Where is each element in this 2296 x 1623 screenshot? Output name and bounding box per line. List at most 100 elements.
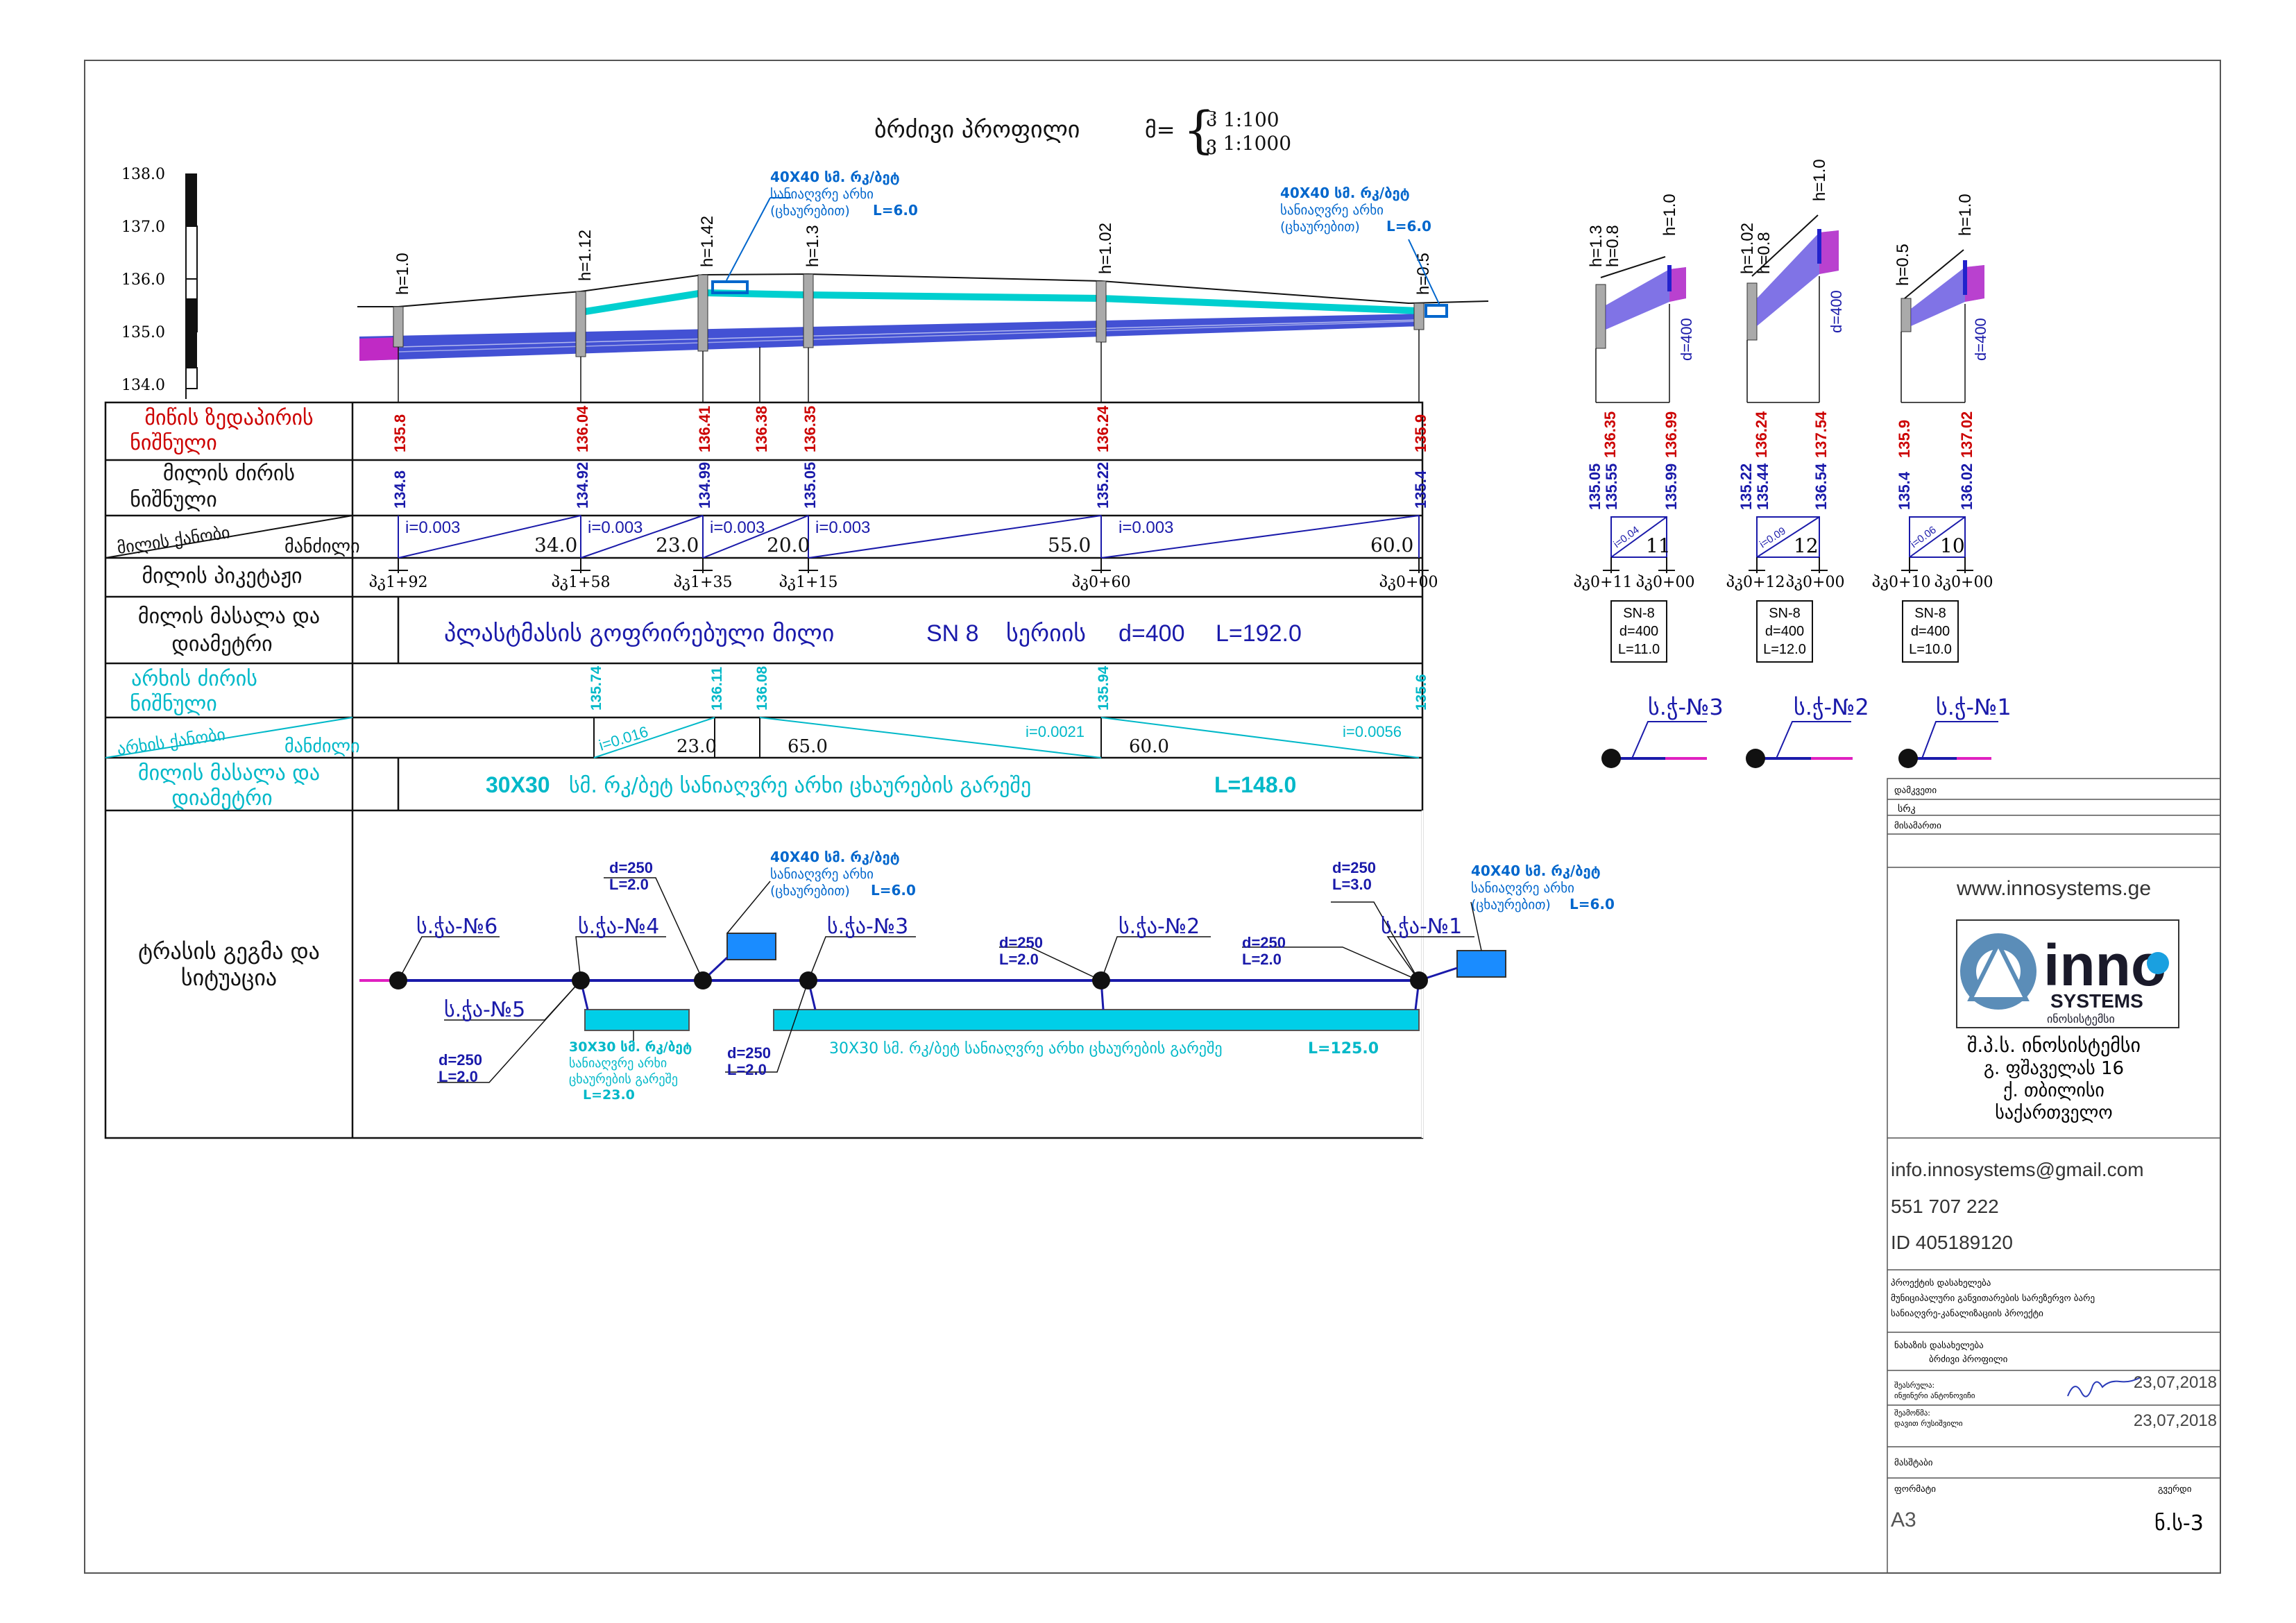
scale-brace: { <box>1183 101 1215 159</box>
plan-channel-30-short <box>584 1009 690 1031</box>
plan-well-label: ს.ჭა-№5 <box>444 998 525 1022</box>
branch-ground: 137.02 <box>1958 411 1975 458</box>
pipe-value: 135.22 <box>1094 462 1112 509</box>
ruler-tick: 136.0 <box>121 271 165 289</box>
branch-pipe: 135.4 <box>1896 471 1913 510</box>
callout-title: 40X40 სმ. რკ/ბეტ <box>1280 185 1410 201</box>
channel-text: ცხაურების გარეშე <box>569 1072 678 1087</box>
channel-L: L=6.0 <box>871 882 916 899</box>
channel-text: (ცხაურებით) <box>1471 897 1551 912</box>
branch-dd: d=400 <box>1619 624 1658 639</box>
ground-value: 135.8 <box>391 414 409 452</box>
branch-d: d=250 <box>727 1044 771 1062</box>
tb-author-role: შეასრულა: <box>1894 1381 1934 1390</box>
branch-pipe: 136.54 <box>1812 463 1830 510</box>
picket-value: პკ1+15 <box>779 574 838 591</box>
ditch-value: 135.74 <box>588 665 604 711</box>
channel-40-profile <box>1425 304 1448 318</box>
ruler-tick: 137.0 <box>121 219 165 236</box>
tb-city: ქ. თბილისი <box>2003 1080 2104 1101</box>
branch-pk: პკ0+12 <box>1726 574 1785 591</box>
branch-pk: პკ0+11 <box>1574 574 1633 591</box>
ditch-slopes <box>593 717 1420 758</box>
company-logo: inno SYSTEMS ინოსისტემსი <box>1956 919 2179 1028</box>
picket-value: პკ1+58 <box>552 574 611 591</box>
slope-i: i=0.003 <box>710 518 765 537</box>
profile-well <box>575 291 586 357</box>
profile-well <box>697 274 708 352</box>
ditch-slope-i: i=0.0021 <box>1026 723 1085 740</box>
plan-channel-40 <box>1456 950 1506 978</box>
tb-client-label: დამკვეთი <box>1894 785 1937 796</box>
channel-title: 40X40 სმ. რკ/ბეტ <box>770 849 900 865</box>
channel-text: 30X30 სმ. რკ/ბეტ სანიაღვრე არხი ცხაურები… <box>829 1040 1223 1057</box>
pipe-value: 135.4 <box>1412 470 1429 509</box>
row-label: მილის პიკეტაჟი <box>142 564 302 588</box>
tb-email: info.innosystems@gmail.com <box>1891 1159 2144 1180</box>
well-height: h=0.5 <box>1414 253 1433 295</box>
ditch-material-row: 30X30 სმ. რკ/ბეტ სანიაღვრე არხი ცხაურები… <box>486 772 1296 798</box>
slope-d: 60.0 <box>1370 534 1413 556</box>
pipe-value: 134.92 <box>574 462 591 509</box>
branch-dd: d=400 <box>1765 624 1804 639</box>
branch-dd: d=400 <box>1911 624 1950 639</box>
tb-drawing-name: ბრძივი პროფილი <box>1929 1354 2008 1365</box>
tb-country: საქართველო <box>1995 1103 2112 1123</box>
well-height: h=1.3 <box>803 225 822 267</box>
profile-well <box>803 273 814 348</box>
branch-h: h=0.8 <box>1755 232 1774 274</box>
plan-well-label: ს.ჭა-№2 <box>1119 915 1200 939</box>
tb-author-name: ინჟინერი ანტონოვიჩი <box>1894 1391 1975 1400</box>
ditch-value: 135.94 <box>1096 665 1112 711</box>
ditch-L: L=148.0 <box>1214 772 1296 797</box>
branch-L: L=2.0 <box>999 951 1039 968</box>
channel-title: 40X40 სმ. რკ/ბეტ <box>1471 863 1601 879</box>
ditch-text: სმ. რკ/ბეტ სანიაღვრე არხი ცხაურების გარე… <box>569 774 1031 798</box>
branch-well-label: ს.ჭ-№1 <box>1936 694 2012 720</box>
profile-well <box>1096 280 1107 343</box>
profile-ground-line <box>357 273 1489 307</box>
channel-text: (ცხაურებით) <box>770 883 850 899</box>
callout-text: სანიაღვრე არხი <box>770 187 874 202</box>
ditch-slope-i: i=0.0056 <box>1343 723 1402 740</box>
branch-ground: 136.99 <box>1663 411 1680 458</box>
branch-h: h=1.3 <box>1587 225 1606 267</box>
ditch-value: 136.11 <box>709 667 725 711</box>
branch-well-symbol <box>1898 749 1918 768</box>
branch-L: L=2.0 <box>439 1068 478 1085</box>
branch-ground: 136.35 <box>1601 411 1619 458</box>
row-label: ტრასის გეგმა და <box>138 938 320 965</box>
slope-d: 20.0 <box>767 534 810 556</box>
ground-value: 136.38 <box>753 406 770 452</box>
slope-i: i=0.003 <box>815 518 870 537</box>
branch-pipe: 135.05 <box>1586 464 1604 510</box>
ruler-tick: 134.0 <box>121 377 165 394</box>
branch-L: L=11.0 <box>1618 642 1660 657</box>
well-height: h=1.42 <box>698 216 717 267</box>
plan-well-label: ს.ჭა-№3 <box>827 915 908 939</box>
material-L: L=192.0 <box>1216 620 1302 647</box>
ditch-slope-i: i=0.016 <box>597 723 650 754</box>
picket-value: პკ0+00 <box>1379 574 1438 591</box>
tb-check-name: დავით რუსიშვილი <box>1894 1419 1963 1428</box>
callout-text: სანიაღვრე არხი <box>1280 203 1384 218</box>
ground-value: 136.04 <box>574 405 591 452</box>
branch-d: d=250 <box>999 934 1043 951</box>
well-heights: h=1.0 h=1.12 h=1.42 h=1.3 h=1.02 h=0.5 <box>393 216 1433 295</box>
plan-well-label: ს.ჭა-№4 <box>578 915 659 939</box>
slope-d: 23.0 <box>656 534 699 556</box>
tb-company: შ.პ.ს. ინოსისტემსი <box>1967 1034 2141 1057</box>
tb-scale-label: მასშტაბი <box>1894 1458 1933 1468</box>
plan-well-label: ს.ჭა-№1 <box>1381 915 1462 939</box>
callout-length: L=6.0 <box>1386 218 1431 235</box>
ground-value: 136.41 <box>696 406 713 452</box>
tb-street: გ. ფშაველას 16 <box>1984 1058 2124 1079</box>
picket-value: პკ1+35 <box>674 574 733 591</box>
row-label: მილის ქანობი <box>116 522 231 558</box>
profile-table <box>104 401 1424 1139</box>
ditch-value: 136.08 <box>754 665 770 711</box>
branch-d: d=250 <box>439 1051 482 1069</box>
logo-main: inno <box>2043 933 2166 998</box>
tb-format: A3 <box>1891 1509 1916 1531</box>
